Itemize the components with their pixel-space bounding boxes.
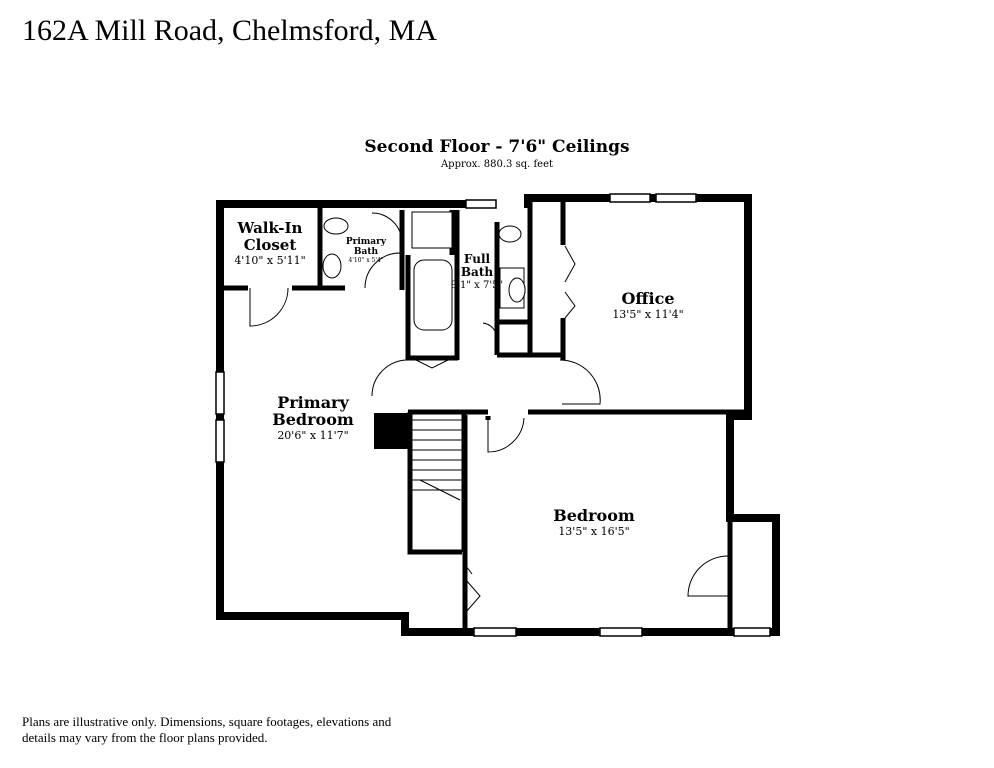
- office-label: Office: [621, 289, 674, 308]
- walk-in-closet-dims: 4'10" x 5'11": [234, 254, 305, 267]
- staircase: [412, 419, 462, 501]
- primary-bedroom-dims: 20'6" x 11'7": [277, 429, 348, 442]
- office-dims: 13'5" x 11'4": [612, 308, 683, 321]
- address-title: 162A Mill Road, Chelmsford, MA: [22, 14, 438, 47]
- doors: [249, 212, 729, 613]
- primary-bath-dims: 4'10" x 5'4": [348, 257, 383, 264]
- floor-area: Approx. 880.3 sq. feet: [440, 159, 554, 170]
- chimney: [374, 413, 408, 449]
- fixtures: [322, 211, 526, 331]
- floor-title: Second Floor - 7'6" Ceilings: [364, 137, 630, 157]
- walk-in-closet-label: Closet: [244, 236, 297, 254]
- bedroom-dims: 13'5" x 16'5": [558, 525, 629, 538]
- full-bath-label: Full: [464, 252, 491, 266]
- exterior-walls: [216, 194, 780, 636]
- bedroom-label: Bedroom: [553, 506, 635, 525]
- windows: [215, 193, 771, 637]
- primary-bath-label: Bath: [354, 247, 379, 257]
- primary-bath-label: Primary: [346, 237, 387, 247]
- full-bath-dims: 9'1" x 7'5": [451, 280, 503, 291]
- walk-in-closet-label: Walk-In: [237, 219, 303, 237]
- disclaimer: Plans are illustrative only. Dimensions,…: [22, 714, 392, 745]
- full-bath-label: Bath: [461, 265, 493, 279]
- primary-bedroom-label: Bedroom: [272, 410, 354, 429]
- primary-bedroom-label: Primary: [277, 393, 349, 412]
